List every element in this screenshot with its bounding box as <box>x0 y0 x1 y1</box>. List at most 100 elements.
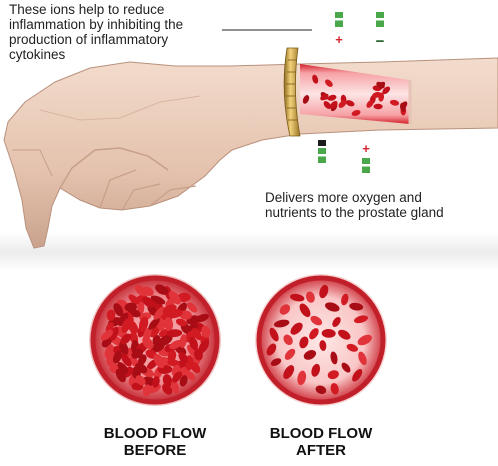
ion-marker-bottom-left <box>318 140 326 163</box>
blood-cell <box>338 100 347 108</box>
blood-cell <box>315 385 327 395</box>
blood-cell <box>117 312 129 327</box>
blood-cell <box>358 351 367 366</box>
blood-cell <box>164 317 174 332</box>
blood-cell <box>305 291 315 303</box>
blood-cell <box>330 351 338 365</box>
blood-cell <box>152 376 160 388</box>
caption-before-line2: BEFORE <box>123 442 187 459</box>
blood-cell <box>299 336 309 349</box>
blood-cell <box>284 348 296 360</box>
blood-cell <box>351 109 361 117</box>
blood-cell <box>274 319 290 328</box>
before-blood-cells <box>100 284 211 397</box>
ion-minus-sign-top: − <box>376 33 385 50</box>
blood-cell <box>134 285 148 297</box>
blood-cell <box>312 74 319 84</box>
blood-cell <box>124 302 138 312</box>
blood-cell <box>321 328 336 338</box>
blood-cell <box>309 328 319 340</box>
blood-cell <box>270 358 282 366</box>
blood-cell <box>194 348 203 361</box>
blood-cell <box>382 86 391 95</box>
blood-cell <box>150 295 166 305</box>
blood-cell <box>142 296 155 308</box>
blood-cell <box>162 383 173 395</box>
blood-cell <box>142 384 152 397</box>
blood-cell <box>153 353 165 369</box>
blood-cell <box>153 306 166 320</box>
blood-cell <box>325 302 340 312</box>
blood-cell <box>172 371 183 383</box>
blood-cell <box>117 362 129 374</box>
blood-cell <box>353 315 369 324</box>
blood-cell <box>138 316 149 332</box>
blood-cell <box>399 102 406 112</box>
blood-cell <box>283 365 295 380</box>
blood-cell <box>135 362 148 374</box>
blood-cell <box>341 362 351 373</box>
blood-cell <box>179 334 187 348</box>
blood-cell <box>100 329 114 341</box>
blood-cell <box>175 318 187 327</box>
caption-after-line1: BLOOD FLOW <box>269 425 373 442</box>
blood-cell <box>266 343 277 356</box>
blood-cell <box>311 363 321 377</box>
ion-marker-bottom-right <box>362 158 370 173</box>
blood-cell <box>373 103 383 110</box>
ion-plus-sign-top: + <box>335 32 343 47</box>
blood-cell <box>302 95 310 104</box>
blood-cell <box>191 327 202 341</box>
ion-markers: + − + <box>318 12 385 173</box>
blood-cell <box>323 101 331 109</box>
blood-cell <box>376 81 385 89</box>
blood-cell <box>106 309 116 321</box>
arm-blood-cells <box>302 74 408 117</box>
blood-cell <box>319 284 329 299</box>
blood-cell <box>137 354 147 366</box>
blood-cell <box>185 370 196 381</box>
blood-cell <box>290 293 305 302</box>
blood-cell <box>112 350 122 364</box>
ion-plus-sign-bottom: + <box>362 141 370 156</box>
blood-cell <box>190 361 201 374</box>
blood-cell <box>113 303 124 317</box>
blood-cell <box>310 315 323 326</box>
blood-cell <box>349 302 364 311</box>
blood-cell <box>319 340 327 351</box>
blood-cell <box>201 325 211 338</box>
blood-cell <box>327 370 339 380</box>
blood-cell <box>303 350 317 360</box>
blood-cell <box>352 369 363 382</box>
oxygen-annotation: Delivers more oxygen and nutrients to th… <box>265 190 444 220</box>
blood-cell <box>389 99 400 106</box>
blood-cell <box>119 341 129 356</box>
blood-cell <box>320 93 329 101</box>
blood-cell <box>194 313 209 323</box>
blood-cell <box>178 351 188 364</box>
after-blood-cells <box>266 284 372 395</box>
blood-cell <box>366 99 374 108</box>
blood-cell <box>357 334 372 346</box>
blood-cell <box>187 302 198 313</box>
blood-cell <box>372 91 381 98</box>
blood-cell <box>332 316 341 328</box>
blood-cell <box>189 336 199 351</box>
blood-cell <box>158 334 173 347</box>
blood-cell <box>143 327 152 342</box>
ion-marker-top-right <box>376 12 384 27</box>
blood-cell <box>166 329 183 338</box>
blood-flow-after-circle <box>255 274 387 406</box>
blood-cell <box>120 353 132 367</box>
blood-flow-before-circle <box>89 274 221 406</box>
arm-vessel-cutaway <box>300 64 412 124</box>
caption-after: BLOOD FLOW AFTER <box>241 425 401 459</box>
blood-cell <box>283 334 293 346</box>
gold-bracelet <box>283 47 301 137</box>
blood-cell <box>168 290 181 305</box>
blood-cell <box>290 322 303 335</box>
caption-before: BLOOD FLOW BEFORE <box>75 425 235 459</box>
blood-cell <box>104 344 114 358</box>
